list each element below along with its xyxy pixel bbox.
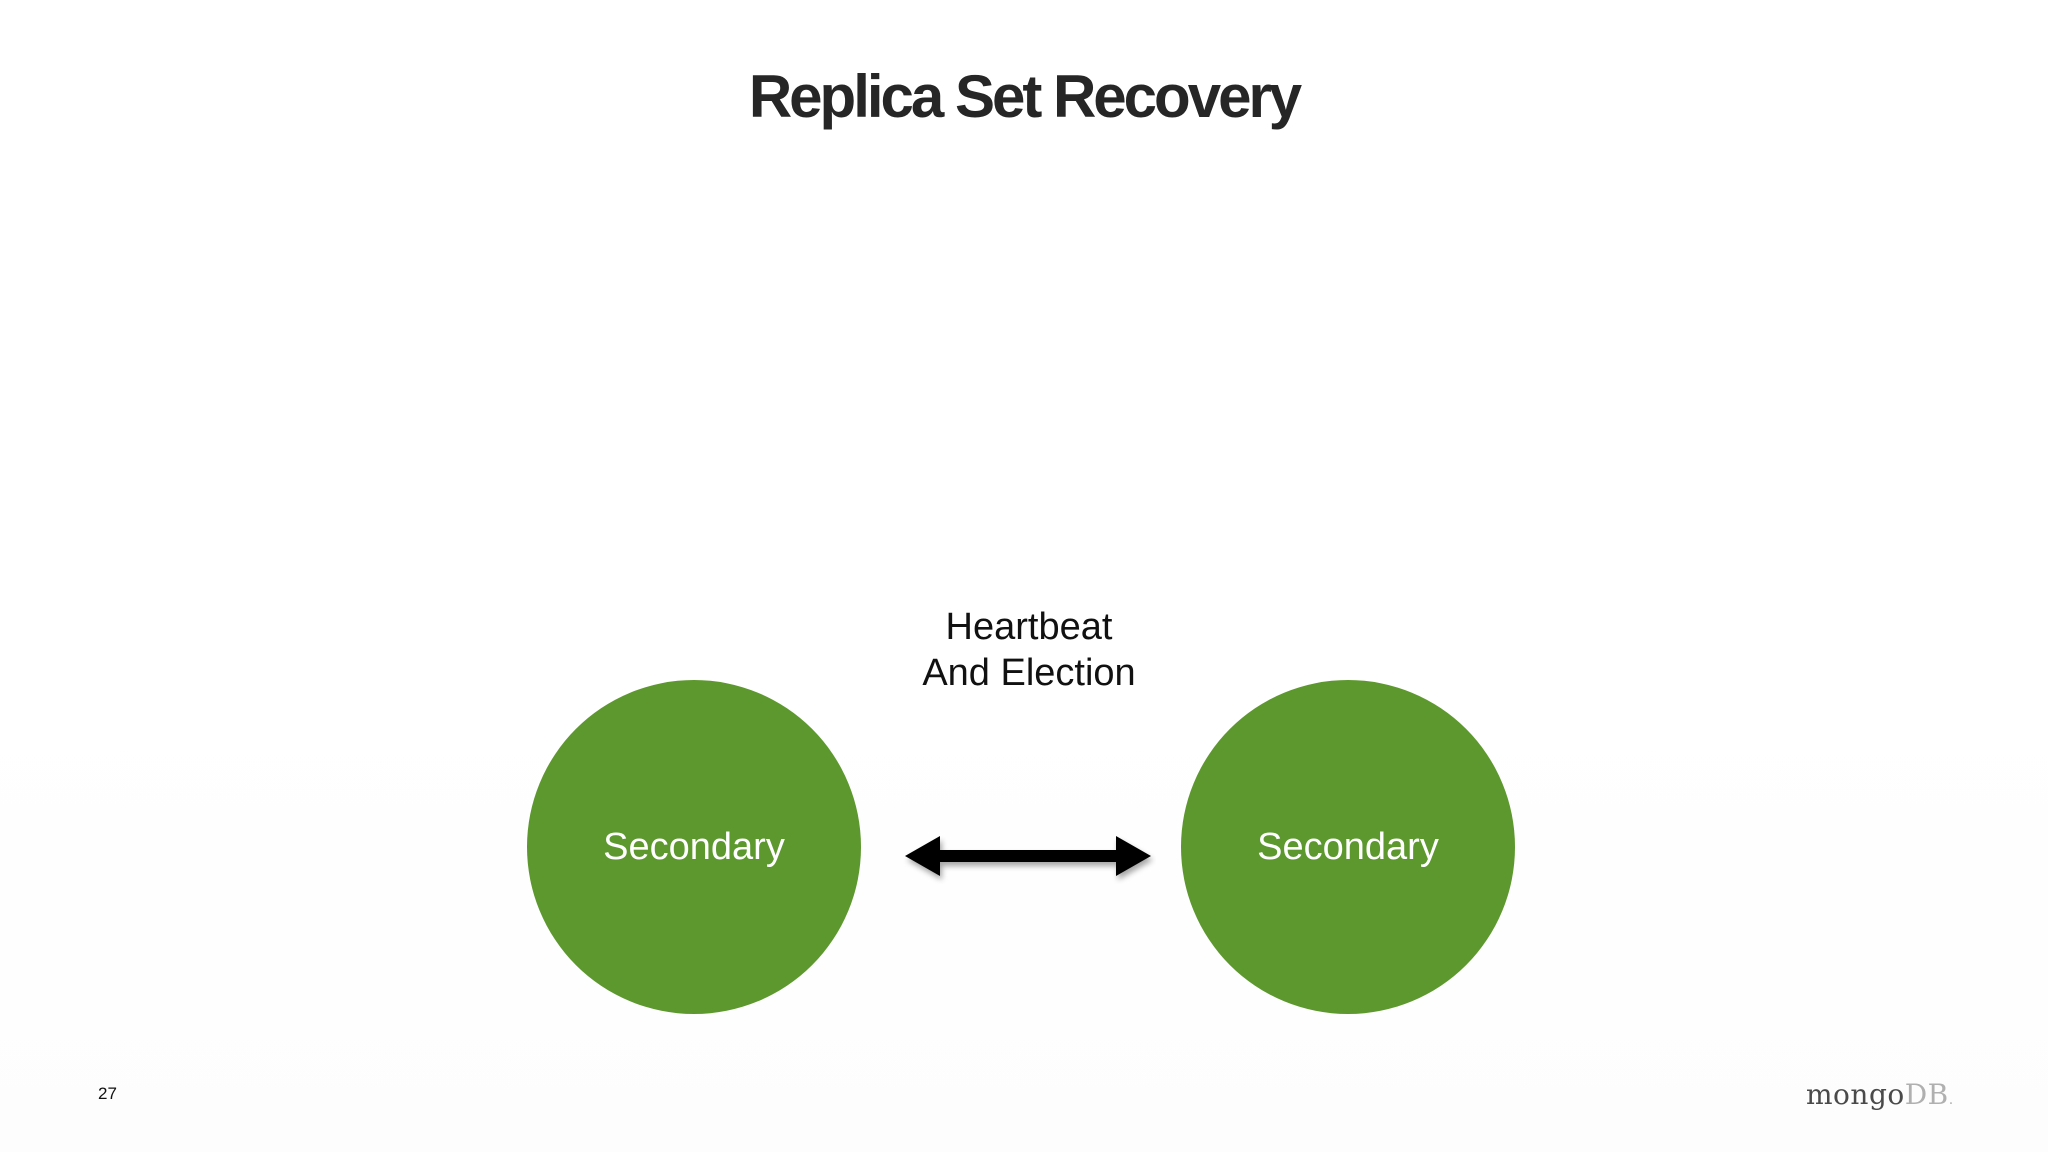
secondary-node-left: Secondary <box>527 680 861 1014</box>
heartbeat-label-line2: And Election <box>922 652 1136 694</box>
arrow-shape <box>905 836 1151 876</box>
heartbeat-election-label: Heartbeat And Election <box>874 604 1184 696</box>
slide-title: Replica Set Recovery <box>748 63 1302 130</box>
heartbeat-label-line1: Heartbeat <box>945 606 1113 648</box>
secondary-node-right: Secondary <box>1181 680 1515 1014</box>
page-number: 27 <box>98 1084 117 1103</box>
mongodb-logo: mongoDB. <box>1806 1078 1954 1111</box>
secondary-node-left-label: Secondary <box>603 825 785 868</box>
secondary-node-right-label: Secondary <box>1257 825 1439 868</box>
logo-text-mongo: mongo <box>1806 1078 1905 1111</box>
logo-mark: . <box>1948 1092 1954 1108</box>
logo-text-db: DB <box>1904 1078 1949 1111</box>
double-headed-arrow-icon <box>905 836 1151 876</box>
